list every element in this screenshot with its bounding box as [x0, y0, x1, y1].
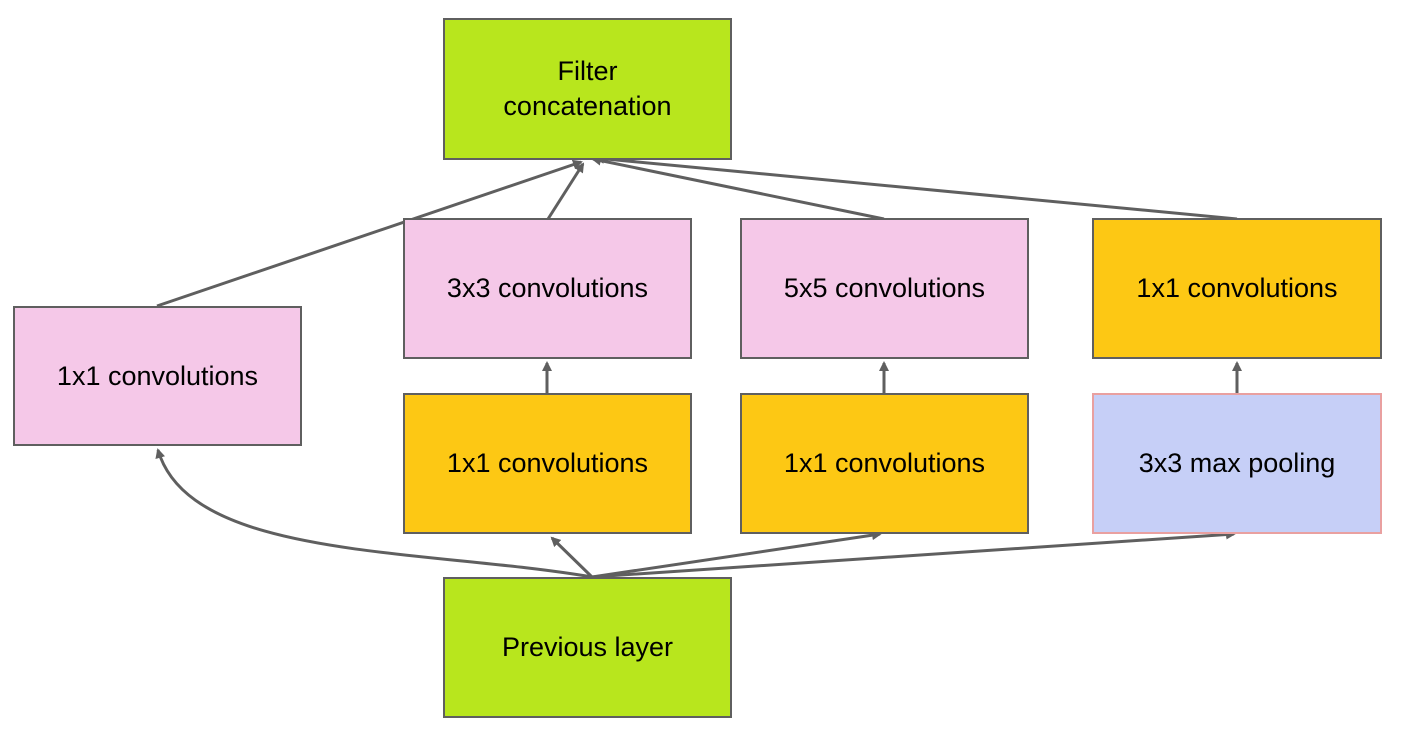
conv-1x1-direct-node: 1x1 convolutions: [13, 306, 302, 446]
edge-previous-to-1x1-reduce-b: [591, 530, 882, 579]
conv-1x1-after-pool-node: 1x1 convolutions: [1092, 218, 1382, 359]
conv-1x1-reduce-a-node: 1x1 convolutions: [403, 393, 692, 534]
edge-3x3-to-concat: [546, 162, 585, 220]
conv-1x1-reduce-b-node: 1x1 convolutions: [740, 393, 1029, 534]
max-pooling-node: 3x3 max pooling: [1092, 393, 1382, 534]
conv-3x3-node: 3x3 convolutions: [403, 218, 692, 359]
edge-previous-to-1x1-direct: [155, 448, 593, 579]
edge-previous-to-max-pool: [591, 529, 1236, 579]
edge-previous-to-1x1-reduce-a: [550, 536, 594, 579]
edge-1x1-direct-to-concat: [156, 159, 583, 308]
previous-layer-node: Previous layer: [443, 577, 732, 718]
filter-concatenation-node: Filter concatenation: [443, 18, 732, 160]
conv-5x5-node: 5x5 convolutions: [740, 218, 1029, 359]
edge-1x1-after-pool-to-concat: [594, 153, 1238, 221]
edge-5x5-to-concat: [591, 155, 885, 221]
